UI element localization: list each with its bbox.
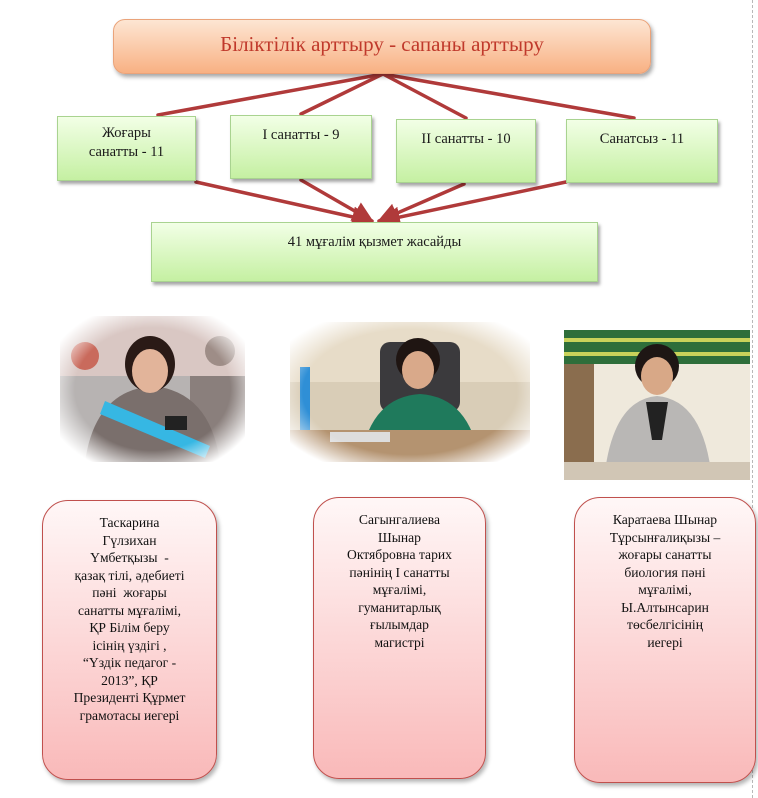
- teacher-photo-at-desk-green: [290, 322, 530, 462]
- teacher-bio-line: жоғары санатты: [618, 547, 712, 562]
- arrow-title-to-cat-3: [381, 72, 636, 120]
- teacher-bio-line: Шынар: [378, 529, 421, 545]
- arrow-cat-1-to-summary: [299, 178, 374, 223]
- arrow-title-to-cat-1: [299, 72, 385, 116]
- summary-box: 41 мұғалім қызмет жасайды: [151, 222, 598, 282]
- teacher-bio-line: грамотасы иегері: [79, 707, 180, 723]
- arrow-cat-0-to-summary: [194, 180, 374, 228]
- page-edge-rule: [752, 0, 754, 798]
- category-label: ІІ санатты - 10: [421, 131, 511, 147]
- teacher-bio-line: 2013”, ҚР: [101, 672, 158, 688]
- category-label: І санатты - 9: [262, 127, 340, 143]
- teacher-bio-line: Ы.Алтынсарин: [621, 599, 709, 615]
- arrow-cat-2-to-summary: [377, 182, 466, 224]
- category-box-first: І санатты - 9: [230, 115, 372, 179]
- summary-text: 41 мұғалім қызмет жасайды: [287, 234, 462, 250]
- arrow-cat-3-to-summary: [378, 180, 568, 228]
- teacher-bio-line: иегері: [647, 634, 683, 650]
- category-label: санатты - 11: [88, 144, 165, 160]
- teacher-bio-line: Сагынгалиева: [358, 512, 441, 527]
- teacher-bio-line: мұғалімі,: [638, 582, 692, 597]
- teacher-bio-line: Үмбетқызы -: [90, 550, 169, 565]
- teacher-bio-line: қазақ тілі, әдебиеті: [74, 567, 185, 583]
- teacher-bio-line: ғылымдар: [370, 617, 429, 632]
- teacher-bio-line: Президенті Құрмет: [73, 690, 186, 705]
- teacher-bio-line: пәнінің І санатты: [349, 564, 450, 580]
- arrow-title-to-cat-2: [381, 72, 468, 120]
- teacher-bio-line: ісінің үздігі ,: [92, 637, 167, 653]
- teacher-bio-line: магистрі: [374, 634, 425, 650]
- teacher-bio-line: биология пәні: [624, 564, 706, 580]
- teacher-bio-line: мұғалімі,: [372, 582, 427, 597]
- teacher-photo-at-desk-gray: [564, 330, 750, 480]
- arrow-title-to-cat-0: [156, 72, 385, 117]
- category-box-second: ІІ санатты - 10: [396, 119, 536, 183]
- teacher-bio-line: Таскарина: [99, 515, 160, 530]
- teacher-bio-line: санатты мұғалімі,: [77, 602, 182, 618]
- teacher-bio-line: ҚР Білім беру: [89, 620, 170, 635]
- teacher-bio-line: Тұрсынғалиқызы –: [609, 529, 721, 545]
- teacher-bio-line: пәні жоғары: [92, 585, 167, 600]
- teacher-photo-award-ribbon: [60, 316, 245, 462]
- teacher-bio-line: Гүлзихан: [102, 532, 157, 548]
- diagram-title-text: Біліктілік арттыру - сапаны арттыру: [220, 32, 544, 56]
- category-label: Санатсыз - 11: [599, 131, 685, 147]
- teacher-bio-line: гуманитарлық: [358, 599, 441, 615]
- category-box-higher: Жоғары санатты - 11: [57, 116, 196, 181]
- category-box-uncategorized: Санатсыз - 11: [566, 119, 718, 183]
- teacher-bio-line: “Үздік педагог -: [82, 655, 177, 670]
- category-label: Жоғары: [102, 125, 151, 141]
- teacher-bio-line: Каратаева Шынар: [612, 512, 718, 527]
- diagram-title: Біліктілік арттыру - сапаны арттыру: [113, 19, 651, 74]
- teacher-bio-line: Октябровна тарих: [347, 547, 452, 562]
- teacher-bio-line: төсбелгісінің: [627, 617, 703, 632]
